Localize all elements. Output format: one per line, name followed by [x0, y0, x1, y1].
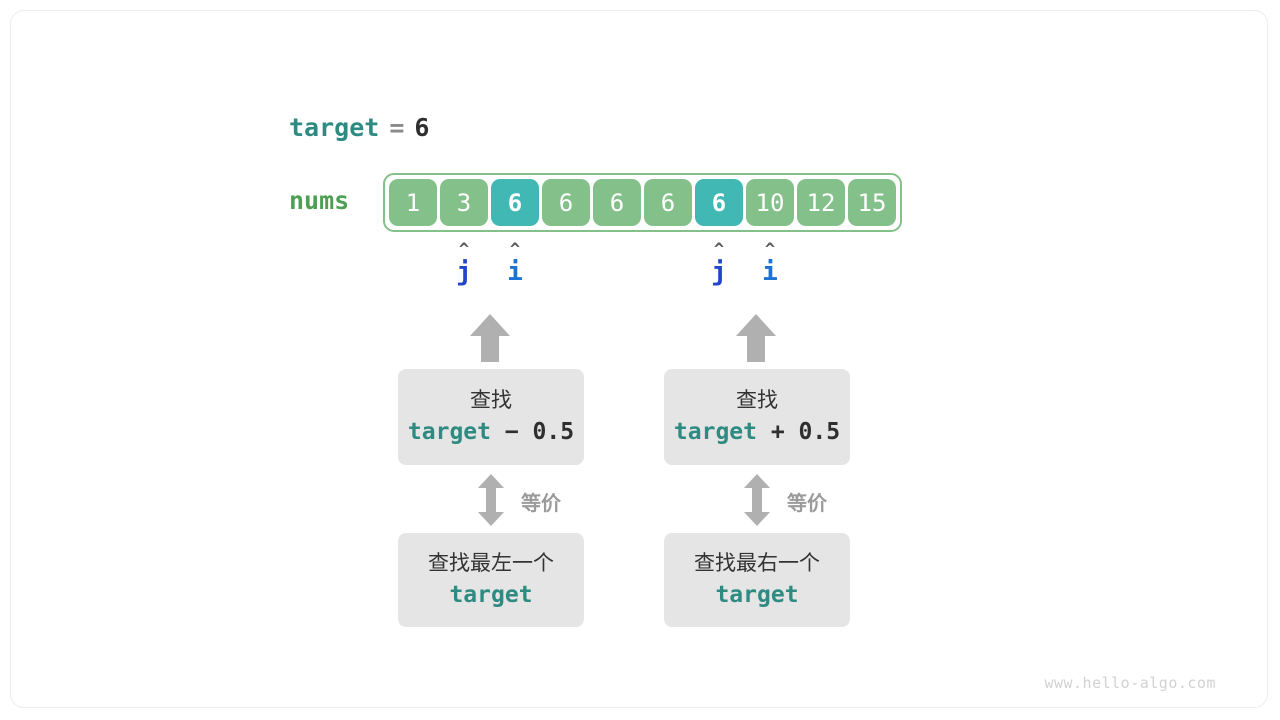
left-lower-box: 查找最左一个 target	[398, 533, 584, 627]
card-frame	[10, 10, 1268, 708]
array-cell-value: 10	[755, 188, 785, 217]
equivalence-arrow-right-glyph	[744, 474, 770, 526]
up-arrow-right-glyph	[736, 314, 776, 362]
right-upper-box-expression: target + 0.5	[674, 416, 840, 448]
left-upper-offset-token: − 0.5	[491, 419, 575, 445]
target-expression: target = 6	[289, 110, 429, 144]
array-cell-2: 6	[491, 179, 539, 226]
target-value: 6	[414, 112, 430, 142]
pointer-label: i	[762, 257, 778, 287]
pointer-caret-icon: ^	[764, 240, 776, 260]
right-upper-box: 查找 target + 0.5	[664, 369, 850, 465]
array-container: 1 3 6 6 6 6 6 10 12 15	[383, 173, 902, 232]
left-upper-target-token: target	[407, 419, 491, 445]
equivalence-arrow-left-glyph	[478, 474, 504, 526]
equivalence-label-left: 等价	[521, 493, 561, 515]
array-cell-value: 3	[456, 188, 472, 217]
array-cell-8: 12	[797, 179, 845, 226]
pointer-label: i	[507, 257, 523, 287]
pointer-caret-icon: ^	[458, 240, 470, 260]
array-cell-value: 6	[660, 188, 676, 217]
array-cell-6: 6	[695, 179, 743, 226]
right-lower-box: 查找最右一个 target	[664, 533, 850, 627]
right-upper-box-line1: 查找	[736, 389, 778, 412]
array-cell-value: 6	[711, 188, 727, 217]
equivalence-arrow-left	[477, 474, 505, 526]
pointer-label: j	[456, 257, 472, 287]
equivalence-arrow-right	[743, 474, 771, 526]
nums-label: nums	[289, 186, 350, 215]
array-cell-value: 1	[405, 188, 421, 217]
array-cell-value: 6	[558, 188, 574, 217]
array-cell-value: 15	[857, 188, 887, 217]
pointer-left-i: ^i	[491, 240, 539, 288]
left-lower-box-line2: target	[449, 579, 532, 611]
right-upper-offset-token: + 0.5	[757, 419, 841, 445]
array-cell-4: 6	[593, 179, 641, 226]
array-cell-value: 12	[806, 188, 836, 217]
array-cell-1: 3	[440, 179, 488, 226]
array-cell-7: 10	[746, 179, 794, 226]
pointer-left-j: ^j	[440, 240, 488, 288]
right-lower-box-line1: 查找最右一个	[694, 552, 820, 575]
target-keyword: target	[289, 112, 380, 142]
up-arrow-left	[469, 312, 511, 362]
array-cell-0: 1	[389, 179, 437, 226]
pointer-caret-icon: ^	[509, 240, 521, 260]
pointer-label: j	[711, 257, 727, 287]
left-lower-box-line1: 查找最左一个	[428, 552, 554, 575]
pointer-right-j: ^j	[695, 240, 743, 288]
up-arrow-right	[735, 312, 777, 362]
pointer-right-i: ^i	[746, 240, 794, 288]
array-cell-3: 6	[542, 179, 590, 226]
left-lower-target-token: target	[449, 582, 533, 608]
right-lower-target-token: target	[715, 582, 799, 608]
array-cell-5: 6	[644, 179, 692, 226]
left-upper-box: 查找 target − 0.5	[398, 369, 584, 465]
array-cell-value: 6	[609, 188, 625, 217]
left-upper-box-expression: target − 0.5	[408, 416, 574, 448]
right-upper-target-token: target	[673, 419, 757, 445]
array-cell-value: 6	[507, 188, 523, 217]
left-upper-box-line1: 查找	[470, 389, 512, 412]
watermark: www.hello-algo.com	[1044, 674, 1216, 692]
pointer-caret-icon: ^	[713, 240, 725, 260]
equivalence-label-right: 等价	[787, 493, 827, 515]
right-lower-box-line2: target	[715, 579, 798, 611]
equals-operator: =	[389, 112, 405, 142]
array-cell-9: 15	[848, 179, 896, 226]
up-arrow-left-glyph	[470, 314, 510, 362]
